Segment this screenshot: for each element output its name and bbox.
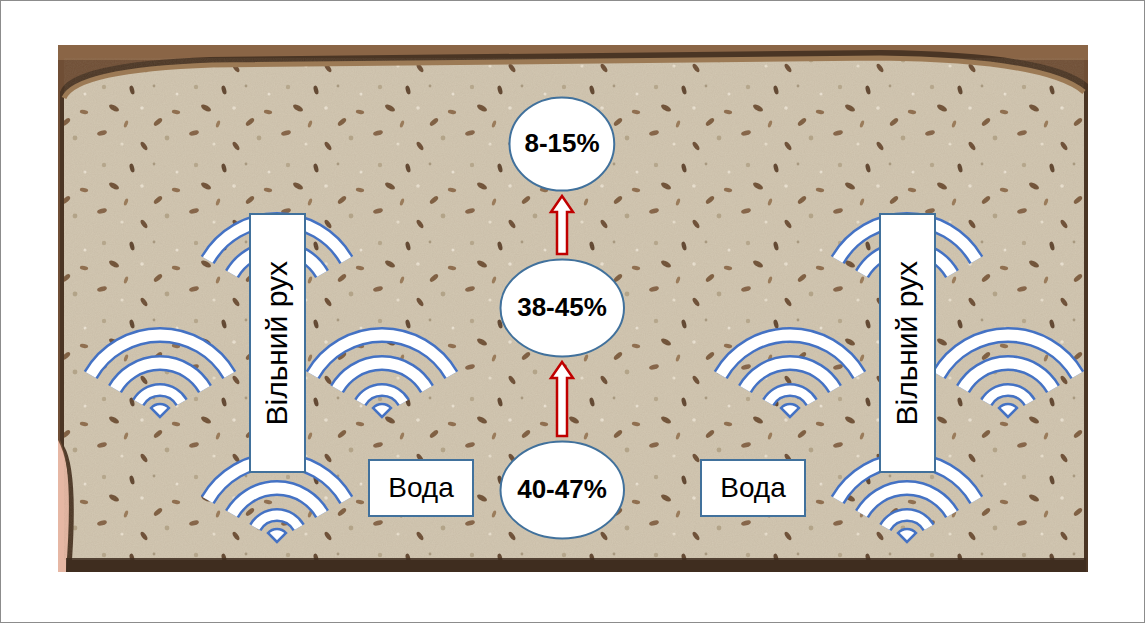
circle-shape	[500, 442, 624, 539]
water-box: Вода	[368, 459, 474, 517]
circle-shape	[500, 260, 624, 357]
vertical-label-box: Вільний рух	[249, 213, 306, 473]
vertical-label-text: Вільний рух	[890, 261, 925, 426]
block-arrow	[551, 362, 573, 436]
block-arrow	[551, 196, 573, 254]
water-box: Вода	[700, 459, 806, 517]
node-text: Вода	[720, 472, 786, 504]
vertical-label-box: Вільний рух	[879, 213, 936, 473]
node-text: 8-15%	[524, 129, 599, 159]
node-text: 40-47%	[517, 475, 607, 505]
percent-circle: 38-45%	[499, 258, 626, 358]
node-text: Вода	[388, 472, 454, 504]
vertical-label-text: Вільний рух	[260, 261, 295, 426]
percent-circle: 8-15%	[508, 96, 616, 192]
circle-shape	[510, 98, 615, 191]
node-text: 38-45%	[517, 293, 607, 323]
percent-circle: 40-47%	[499, 440, 626, 540]
